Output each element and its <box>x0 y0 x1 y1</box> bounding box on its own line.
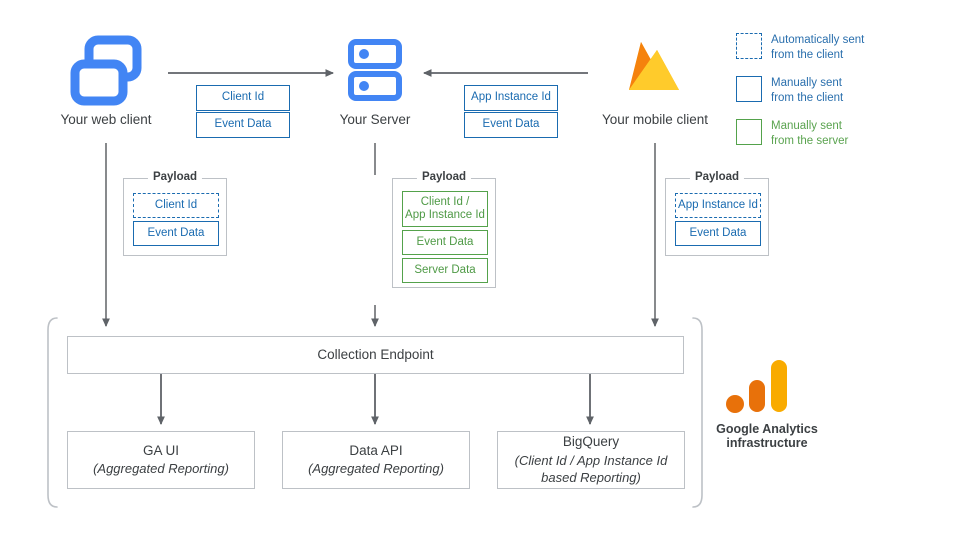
output-title-bigquery: BigQuery <box>562 434 620 450</box>
legend-label-auto-client: Automatically sent from the client <box>771 34 865 61</box>
payload-mobile-item-event-data: Event Data <box>675 221 761 246</box>
legend-item-auto-client: Automatically sent from the client <box>736 33 946 63</box>
google-analytics-logo <box>726 360 787 413</box>
ga-brand-line1: Google Analytics <box>716 422 818 436</box>
output-sub-data-api: (Aggregated Reporting) <box>308 461 444 477</box>
server-racks-icon <box>348 39 402 101</box>
transit-chip-event-data-mobile: Event Data <box>464 112 558 138</box>
legend-item-manual-server: Manually sent from the server <box>736 118 946 149</box>
payload-web-item-client-id: Client Id <box>133 193 219 218</box>
browser-windows-icon <box>70 35 142 106</box>
payload-server-title: Payload <box>416 171 472 183</box>
web-client-label: Your web client <box>60 112 152 127</box>
bracket-left <box>47 317 58 508</box>
payload-web: Payload Client Id Event Data <box>123 171 227 256</box>
output-box-bigquery: BigQuery (Client Id / App Instance Id ba… <box>497 431 685 489</box>
ga-infrastructure-brand: Google Analytics infrastructure <box>707 358 827 450</box>
payload-web-item-event-data: Event Data <box>133 221 219 246</box>
legend-label-manual-server: Manually sent from the server <box>771 119 849 147</box>
solid-green-square-icon <box>736 118 762 145</box>
mobile-client-label: Your mobile client <box>601 112 709 127</box>
payload-web-title: Payload <box>147 171 203 183</box>
output-box-data-api: Data API (Aggregated Reporting) <box>282 431 470 489</box>
transit-chip-app-instance-id: App Instance Id <box>464 85 558 111</box>
dashed-blue-square-icon <box>736 33 762 59</box>
payload-mobile-item-app-instance-id: App Instance Id <box>675 193 761 218</box>
solid-blue-square-icon <box>736 75 762 102</box>
payload-server: Payload Client Id / App Instance Id Even… <box>392 171 496 288</box>
output-title-data-api: Data API <box>349 443 403 459</box>
payload-server-item-ids: Client Id / App Instance Id <box>402 191 488 227</box>
payload-server-item-event-data: Event Data <box>402 230 488 255</box>
legend: Automatically sent from the client Manua… <box>736 33 946 149</box>
payload-server-item-server-data: Server Data <box>402 258 488 283</box>
server-node: Your Server <box>325 36 425 127</box>
output-title-ga-ui: GA UI <box>142 443 179 459</box>
ga-brand-line2: infrastructure <box>726 436 808 450</box>
web-client-node: Your web client <box>56 35 156 127</box>
bracket-right <box>692 317 703 508</box>
payload-mobile: Payload App Instance Id Event Data <box>665 171 769 256</box>
payload-mobile-title: Payload <box>689 171 745 183</box>
output-sub-ga-ui: (Aggregated Reporting) <box>93 461 229 477</box>
mobile-client-node: Your mobile client <box>595 36 715 127</box>
output-sub-bigquery: (Client Id / App Instance Id based Repor… <box>514 452 668 486</box>
collection-endpoint-box: Collection Endpoint <box>67 336 684 374</box>
server-label: Your Server <box>339 112 411 127</box>
legend-label-manual-client: Manually sent from the client <box>771 76 844 104</box>
transit-chip-client-id: Client Id <box>196 85 290 111</box>
collection-endpoint-label: Collection Endpoint <box>317 346 434 362</box>
firebase-flame-icon <box>629 42 679 90</box>
legend-item-manual-client: Manually sent from the client <box>736 75 946 106</box>
transit-chip-event-data: Event Data <box>196 112 290 138</box>
output-box-ga-ui: GA UI (Aggregated Reporting) <box>67 431 255 489</box>
